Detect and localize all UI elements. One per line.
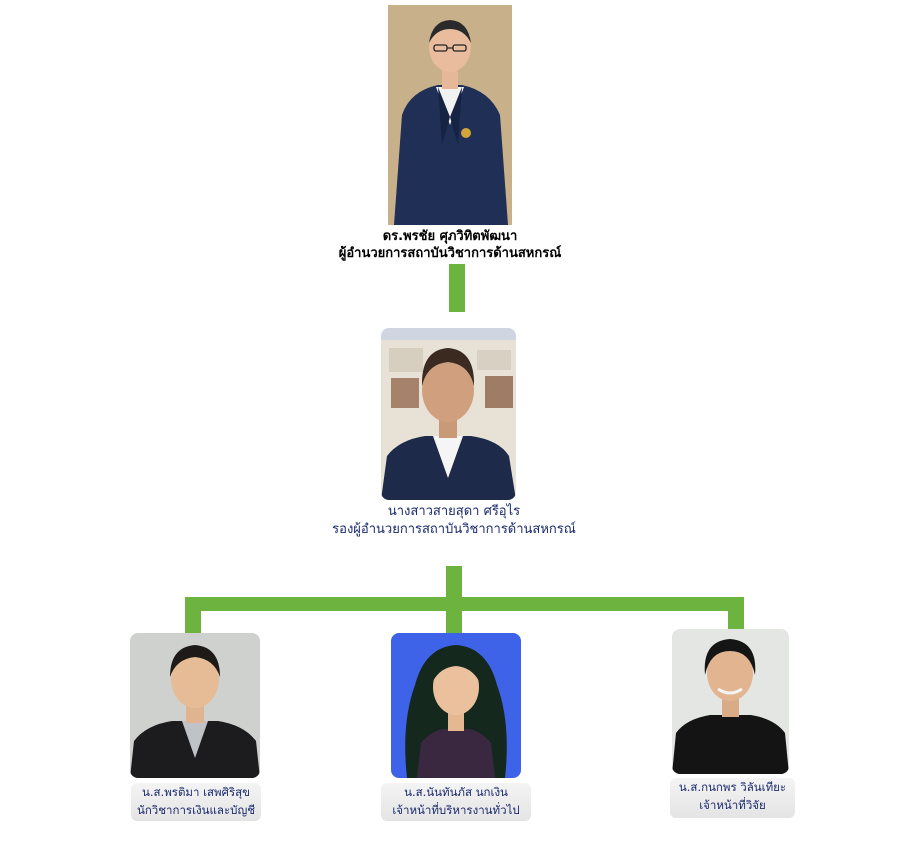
deputy-title: รองผู้อำนวยการสถาบันวิชาการด้านสหกรณ์ — [332, 522, 576, 537]
staff-left-photo — [130, 633, 260, 778]
director-name: ดร.พรชัย ศุภวิทิตพัฒนา — [382, 229, 518, 244]
staff-left-title: นักวิชาการเงินและบัญชี — [136, 803, 256, 817]
deputy-caption: นางสาวสายสุดา ศรีอุไร รองผู้อำนวยการสถาบ… — [318, 503, 590, 539]
person-silhouette-icon — [672, 629, 789, 774]
person-silhouette-icon — [381, 328, 516, 500]
director-title: ผู้อำนวยการสถาบันวิชาการด้านสหกรณ์ — [338, 246, 562, 261]
staff-right-photo — [672, 629, 789, 774]
staff-left-caption: น.ส.พรติมา เสพศิริสุข นักวิชาการเงินและบ… — [131, 783, 261, 821]
connector-drop-right — [728, 597, 744, 630]
staff-center-photo — [391, 633, 521, 778]
staff-center-caption: น.ส.นันทันภัส นกเงิน เจ้าหน้าที่บริหารงา… — [381, 783, 531, 821]
director-photo — [388, 5, 512, 225]
staff-right-name: น.ส.กนกพร วิลันเทียะ — [678, 780, 787, 794]
staff-center-title: เจ้าหน้าที่บริหารงานทั่วไป — [392, 803, 520, 817]
connector-director-deputy — [449, 264, 465, 312]
person-silhouette-icon — [391, 633, 521, 778]
deputy-photo — [381, 328, 516, 500]
staff-right-caption: น.ส.กนกพร วิลันเทียะ เจ้าหน้าที่วิจัย — [670, 778, 795, 818]
person-silhouette-icon — [130, 633, 260, 778]
connector-horizontal-bar — [185, 597, 744, 611]
person-silhouette-icon — [388, 5, 512, 225]
deputy-name: นางสาวสายสุดา ศรีอุไร — [387, 504, 521, 519]
connector-drop-left — [185, 597, 201, 633]
staff-center-name: น.ส.นันทันภัส นกเงิน — [404, 785, 508, 799]
staff-left-name: น.ส.พรติมา เสพศิริสุข — [142, 785, 250, 799]
director-caption: ดร.พรชัย ศุภวิทิตพัฒนา ผู้อำนวยการสถาบัน… — [320, 228, 580, 262]
staff-right-title: เจ้าหน้าที่วิจัย — [699, 798, 766, 812]
